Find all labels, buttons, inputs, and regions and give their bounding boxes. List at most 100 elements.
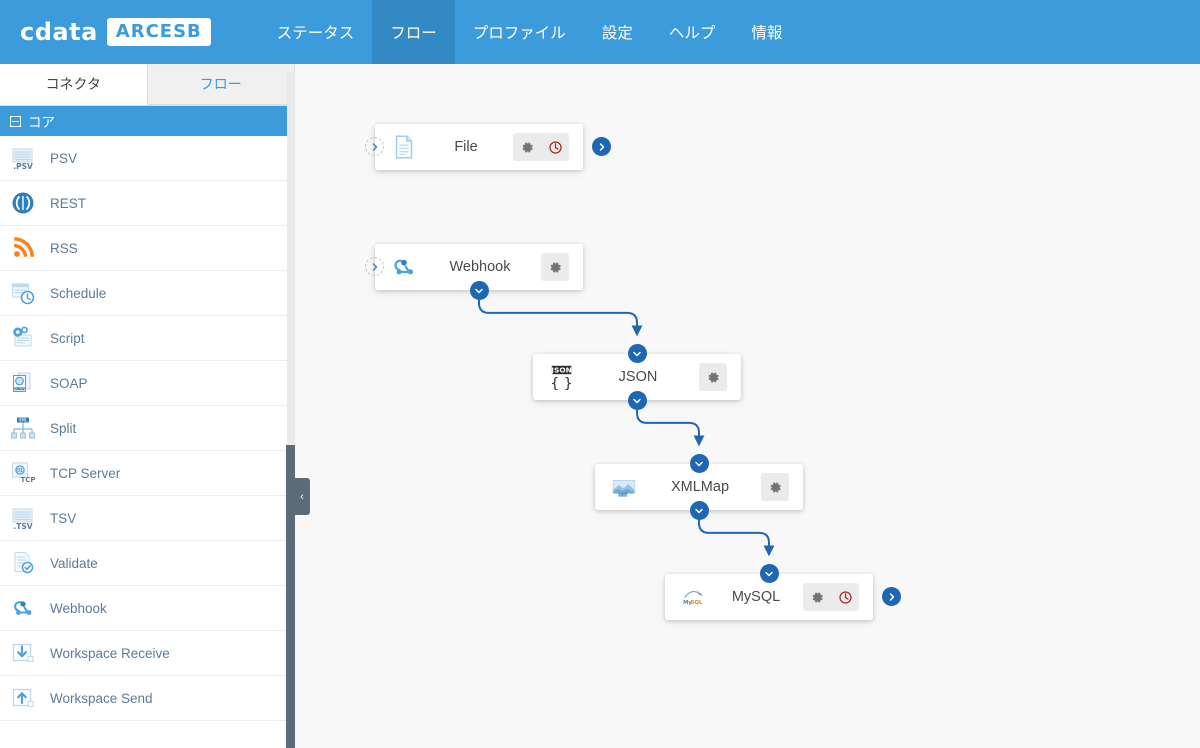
connector-item-webhook[interactable]: Webhook [0, 586, 295, 631]
tsv-file-icon: .TSV [10, 505, 36, 531]
brand-name: cdata [20, 18, 98, 46]
flow-node-gear-button[interactable] [513, 133, 541, 161]
flow-canvas[interactable]: File Webhook [295, 64, 1200, 748]
chevron-right-ghost-icon [370, 142, 380, 152]
connector-item-script[interactable]: Script [0, 316, 295, 361]
sidebar-group-core[interactable]: コア [0, 106, 295, 136]
psv-file-icon: .PSV [10, 145, 36, 171]
tcp-server-icon: 01 TCP [10, 460, 36, 486]
flow-node-webhook[interactable]: Webhook [365, 244, 583, 300]
flow-edge-xmlmap-to-mysql[interactable] [698, 519, 775, 557]
sidebar-scrollbar-track[interactable] [287, 72, 295, 748]
rss-icon [10, 235, 36, 261]
connector-item-label: Script [50, 330, 85, 346]
flow-edge-webhook-to-json[interactable] [478, 299, 643, 337]
flow-node-xmlmap[interactable]: XMLMap XMLMap [595, 454, 803, 520]
flow-node-actions [699, 363, 727, 391]
schedule-icon [10, 280, 36, 306]
flow-node-top-port[interactable] [759, 564, 779, 583]
chevron-right-ghost-icon [370, 262, 380, 272]
workspace-receive-icon [10, 640, 36, 666]
flow-node-gear-button[interactable] [761, 473, 789, 501]
connector-item-schedule[interactable]: Schedule [0, 271, 295, 316]
flow-node-clock-button[interactable] [831, 583, 859, 611]
connector-item-soap[interactable]: SOAP SOAP [0, 361, 295, 406]
flow-node-gear-button[interactable] [803, 583, 831, 611]
flow-node-bottom-port[interactable] [689, 501, 709, 520]
xmlmap-icon: XMLMap [609, 472, 639, 502]
connector-item-workspace-send[interactable]: Workspace Send [0, 676, 295, 721]
connector-item-label: Split [50, 420, 77, 436]
flow-node-bottom-port[interactable] [469, 281, 489, 300]
workspace-receive-icon [10, 640, 36, 666]
flow-edge-json-to-xmlmap[interactable] [636, 409, 705, 447]
tsv-file-icon: .TSV [10, 505, 36, 531]
sidebar-tab-0[interactable]: コネクタ [0, 64, 148, 105]
split-icon: XML [10, 415, 36, 441]
sidebar-tab-1[interactable]: フロー [147, 64, 295, 105]
chevron-down-icon [764, 569, 774, 579]
flow-node-clock-button[interactable] [541, 133, 569, 161]
connector-item-validate[interactable]: Validate [0, 541, 295, 586]
flow-node-gear-button[interactable] [541, 253, 569, 281]
gear-icon [810, 590, 825, 605]
workspace-send-icon [10, 685, 36, 711]
clock-icon [838, 590, 853, 605]
json-braces-icon: JSON { } [548, 363, 576, 391]
svg-text:.PSV: .PSV [13, 162, 33, 171]
connector-item-label: PSV [50, 150, 78, 166]
brand-logo[interactable]: cdata ARCESB [0, 0, 229, 64]
flow-node-mysql[interactable]: My SQL MySQL [665, 564, 901, 620]
connector-item-rest[interactable]: REST [0, 181, 295, 226]
nav-item-4[interactable]: ヘルプ [668, 25, 716, 42]
connector-item-workspace-receive[interactable]: Workspace Receive [0, 631, 295, 676]
sidebar-tabs: コネクタフロー [0, 64, 295, 106]
nav-item-5[interactable]: 情報 [751, 25, 783, 42]
svg-text:SQL: SQL [691, 600, 703, 606]
connector-item-rss[interactable]: RSS [0, 226, 295, 271]
chevron-down-icon [474, 286, 484, 296]
rest-icon [10, 190, 36, 216]
flow-node-title: MySQL [731, 589, 781, 605]
nav-item-2[interactable]: プロファイル [472, 25, 566, 42]
connector-item-tsv[interactable]: .TSV TSV [0, 496, 295, 541]
svg-text:01: 01 [17, 468, 23, 474]
flow-node-output-port[interactable] [592, 137, 611, 156]
chevron-right-icon [887, 592, 897, 602]
flow-node-output-port[interactable] [882, 587, 901, 606]
connector-item-tcp-server[interactable]: 01 TCP TCP Server [0, 451, 295, 496]
mysql-icon: My SQL [679, 582, 709, 612]
flow-node-top-port[interactable] [689, 454, 709, 473]
connector-item-label: TCP Server [50, 465, 121, 481]
flow-node-bottom-port[interactable] [627, 391, 647, 410]
chevron-down-icon [694, 459, 704, 469]
sidebar-collapse-button[interactable]: ‹ [294, 478, 310, 515]
schedule-icon [10, 280, 36, 306]
flow-node-input-port[interactable] [365, 257, 384, 276]
rest-icon [10, 190, 36, 216]
nav-item-3[interactable]: 設定 [601, 25, 633, 42]
file-document-icon [389, 132, 419, 162]
flow-node-file[interactable]: File [365, 124, 611, 170]
chevron-down-icon [632, 396, 642, 406]
file-document-icon [390, 133, 418, 161]
sidebar-group-label: コア [28, 115, 55, 130]
svg-text:XML: XML [19, 418, 28, 423]
flow-node-gear-button[interactable] [699, 363, 727, 391]
connector-item-psv[interactable]: .PSV PSV [0, 136, 295, 181]
flow-node-json[interactable]: JSON { } JSON [533, 344, 741, 410]
nav-item-0[interactable]: ステータス [276, 25, 355, 42]
flow-node-top-port[interactable] [627, 344, 647, 363]
sidebar-scrollbar-thumb[interactable] [286, 445, 295, 748]
flow-node-input-port[interactable] [365, 137, 384, 156]
svg-text:.TSV: .TSV [13, 522, 32, 531]
svg-text:My: My [683, 600, 692, 606]
flow-node-title: JSON [618, 369, 658, 385]
split-icon: XML [10, 415, 36, 441]
nav-item-1[interactable]: フロー [372, 0, 455, 64]
flow-node-actions [761, 473, 789, 501]
soap-icon: SOAP [10, 370, 36, 396]
connector-item-split[interactable]: XML Split [0, 406, 295, 451]
svg-text:XMLMap: XMLMap [616, 493, 629, 497]
connector-list[interactable]: .PSV PSV REST RSS Schedu [0, 136, 295, 748]
